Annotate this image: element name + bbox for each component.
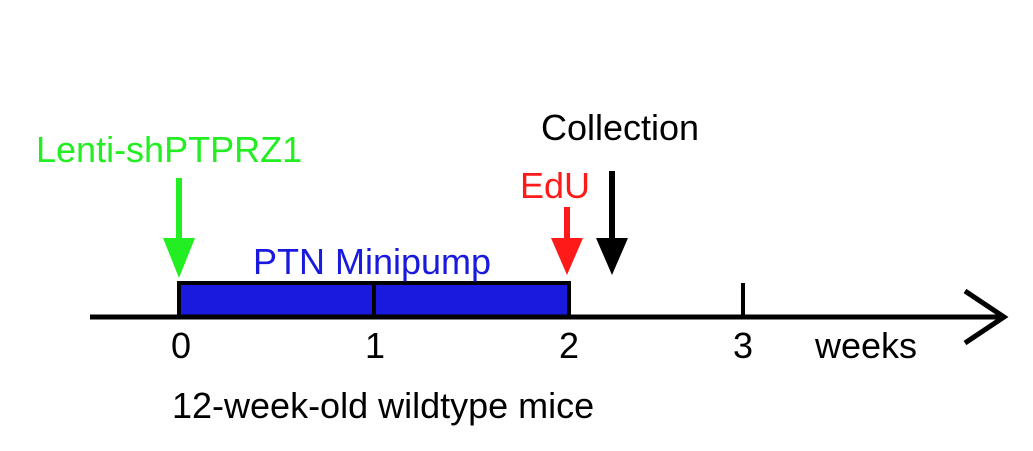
tick-label-3: 3 (733, 325, 753, 366)
lenti-arrow-head (163, 238, 195, 278)
units-label: weeks (814, 325, 917, 366)
edu-label: EdU (520, 165, 590, 206)
edu-arrow-head (551, 238, 583, 275)
minipump-label: PTN Minipump (253, 241, 491, 282)
collection-arrow-head (596, 238, 628, 275)
axis-arrowhead (963, 288, 1009, 346)
subject-label: 12-week-old wildtype mice (172, 385, 594, 426)
tick-label-1: 1 (365, 325, 385, 366)
tick-label-0: 0 (171, 325, 191, 366)
lenti-label: Lenti-shPTPRZ1 (36, 129, 302, 170)
collection-label: Collection (541, 107, 699, 148)
tick-label-2: 2 (559, 325, 579, 366)
